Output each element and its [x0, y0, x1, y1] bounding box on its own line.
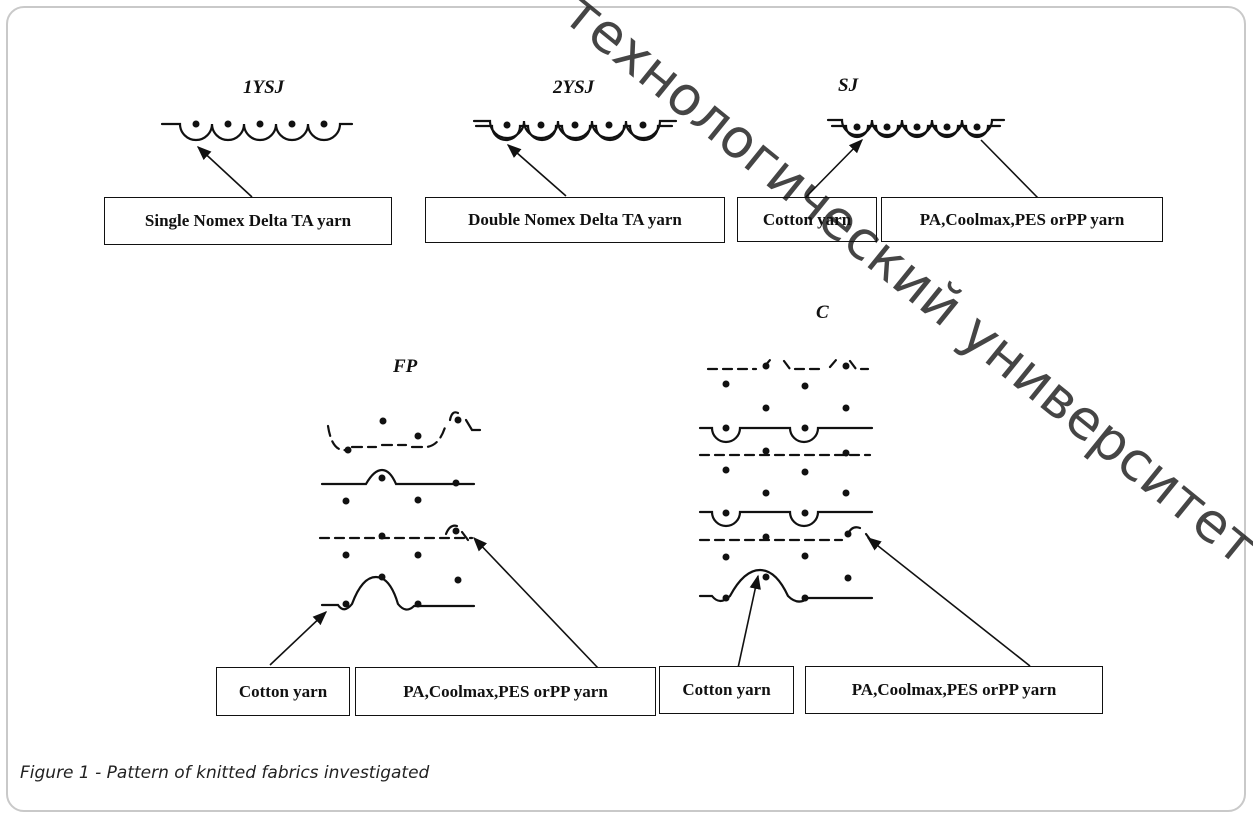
label-sj-cotton: Cotton yarn — [737, 197, 877, 242]
yarn-dots — [192, 120, 981, 608]
title-2ysj: 2YSJ — [552, 77, 595, 98]
figure-caption: Figure 1 - Pattern of knitted fabrics in… — [20, 763, 430, 783]
label-single-nomex: Single Nomex Delta TA yarn — [104, 197, 392, 245]
loops-c — [698, 358, 874, 603]
label-fp-cotton: Cotton yarn — [216, 667, 350, 716]
loops-1ysj — [160, 122, 354, 142]
title-sj: SJ — [838, 75, 859, 96]
label-sj-synthetic: PA,Coolmax,PES orPP yarn — [881, 197, 1163, 242]
pointer-arrows — [196, 138, 1039, 669]
label-fp-synthetic: PA,Coolmax,PES orPP yarn — [355, 667, 656, 716]
label-c-synthetic: PA,Coolmax,PES orPP yarn — [805, 666, 1103, 714]
loops-sj — [826, 118, 1006, 139]
label-c-cotton: Cotton yarn — [659, 666, 794, 714]
loops-2ysj — [472, 119, 678, 142]
title-c: C — [816, 302, 829, 323]
title-1ysj: 1YSJ — [243, 77, 285, 98]
title-fp: FP — [392, 356, 418, 377]
loops-fp — [318, 411, 482, 611]
label-double-nomex: Double Nomex Delta TA yarn — [425, 197, 725, 243]
